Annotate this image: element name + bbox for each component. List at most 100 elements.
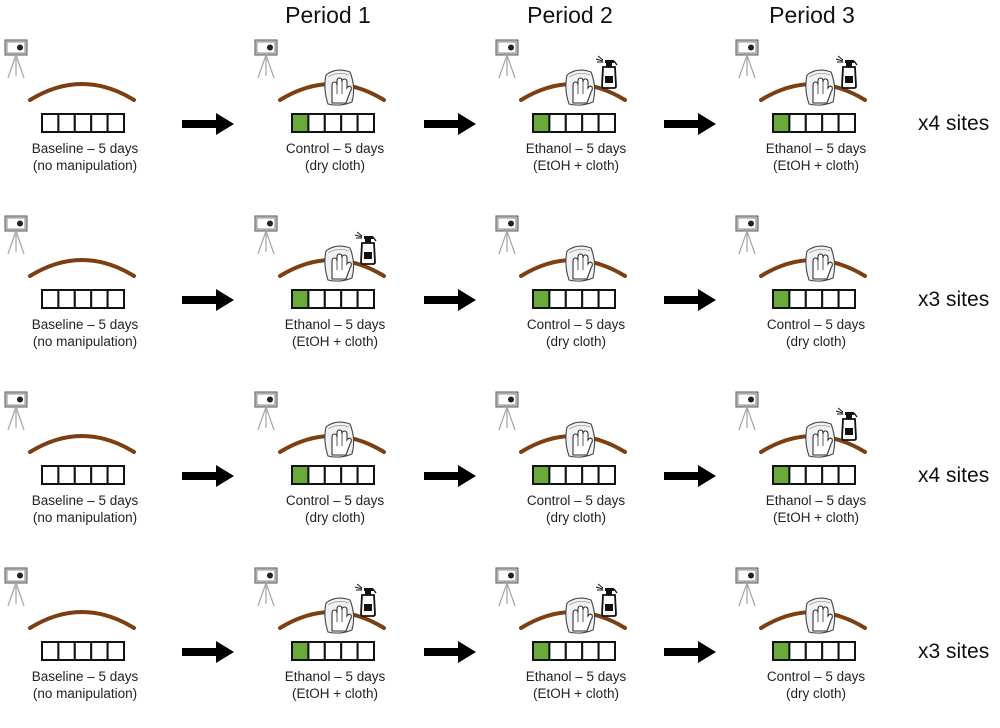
day-tracker [291, 641, 375, 661]
stage-period-3: Control – 5 days(dry cloth) [731, 558, 901, 728]
treatment-detail: (EtOH + cloth) [533, 158, 619, 173]
treatment-label: Ethanol – 5 days [525, 669, 627, 684]
day-box [564, 113, 584, 133]
treatment-label: Ethanol – 5 days [284, 317, 386, 332]
day-box [597, 465, 616, 485]
stage-caption: Ethanol – 5 days(EtOH + cloth) [250, 316, 420, 350]
day-box [772, 289, 791, 309]
day-box [772, 465, 791, 485]
day-box [90, 641, 109, 661]
cloth-hand-icon [805, 597, 836, 634]
treatment-label: Control – 5 days [766, 317, 866, 332]
cloth-hand-icon [324, 597, 355, 634]
day-box [532, 465, 551, 485]
stage-graphic [4, 215, 136, 309]
arrow-shape [182, 113, 234, 135]
day-box [73, 641, 93, 661]
arrow-shape [424, 465, 476, 487]
arrow-shape [664, 641, 716, 663]
day-box [788, 641, 807, 661]
treatment-detail: (EtOH + cloth) [533, 686, 619, 701]
treatment-detail: (no manipulation) [32, 510, 138, 525]
day-box [356, 641, 375, 661]
spray-bottle-icon [354, 583, 377, 617]
stage-graphic [254, 215, 386, 309]
camera-icon [495, 567, 519, 607]
arrow-icon [664, 288, 718, 317]
stage-graphic [254, 391, 386, 485]
stage-caption: Baseline – 5 days(no manipulation) [0, 316, 170, 350]
day-box [106, 641, 125, 661]
treatment-label: Control – 5 days [526, 317, 626, 332]
treatment-detail: (dry cloth) [304, 510, 365, 525]
spray-bottle-icon [595, 583, 618, 617]
day-box [581, 113, 600, 133]
camera-icon [735, 567, 759, 607]
day-box [532, 113, 551, 133]
day-box [41, 289, 60, 309]
camera-icon [495, 391, 519, 431]
day-box [57, 113, 76, 133]
stage-caption: Ethanol – 5 days(EtOH + cloth) [731, 140, 901, 174]
stage-caption: Baseline – 5 days(no manipulation) [0, 140, 170, 174]
stage-caption: Control – 5 days(dry cloth) [491, 492, 661, 526]
day-box [340, 113, 359, 133]
arrow-icon [664, 464, 718, 493]
day-box [41, 113, 60, 133]
arrow-icon [182, 640, 236, 669]
arc-icon [28, 82, 136, 102]
spray-bottle-icon [835, 55, 858, 89]
treatment-detail: (EtOH + cloth) [773, 510, 859, 525]
day-box [323, 113, 343, 133]
arrow-shape [182, 465, 234, 487]
stage-graphic [254, 567, 386, 661]
stage-period-2: Control – 5 days(dry cloth) [491, 206, 661, 376]
day-box [307, 289, 326, 309]
treatment-label: Ethanol – 5 days [284, 669, 386, 684]
arrow-shape [424, 113, 476, 135]
day-box [323, 465, 343, 485]
stage-period-1: Ethanol – 5 days(EtOH + cloth) [250, 558, 420, 728]
camera-icon [4, 391, 28, 431]
arc-icon [28, 610, 136, 630]
day-box [837, 465, 856, 485]
day-tracker [772, 641, 856, 661]
arrow-icon [182, 288, 236, 317]
day-box [356, 113, 375, 133]
day-box [837, 641, 856, 661]
day-box [291, 113, 310, 133]
period-3-header: Period 3 [769, 2, 855, 28]
day-box [597, 641, 616, 661]
day-box [597, 289, 616, 309]
cloth-hand-icon [565, 245, 596, 282]
arc-icon [28, 258, 136, 278]
treatment-detail: (dry cloth) [785, 334, 846, 349]
cloth-hand-icon [565, 597, 596, 634]
day-box [90, 113, 109, 133]
stage-period-1: Control – 5 days(dry cloth) [250, 30, 420, 200]
stage-graphic [4, 39, 136, 133]
day-box [356, 289, 375, 309]
day-box [340, 465, 359, 485]
site-count-label: x3 sites [918, 640, 990, 663]
camera-icon [254, 39, 278, 79]
day-box [821, 289, 840, 309]
day-box [73, 289, 93, 309]
arrow-shape [182, 641, 234, 663]
day-tracker [532, 465, 616, 485]
spray-bottle-icon [595, 55, 618, 89]
day-box [307, 465, 326, 485]
camera-icon [735, 215, 759, 255]
treatment-label: Control – 5 days [766, 669, 866, 684]
day-box [804, 289, 824, 309]
day-box [90, 465, 109, 485]
camera-icon [735, 391, 759, 431]
stage-graphic [735, 391, 867, 485]
treatment-detail: (dry cloth) [545, 510, 606, 525]
day-box [323, 641, 343, 661]
day-box [548, 641, 567, 661]
day-box [73, 465, 93, 485]
day-tracker [291, 113, 375, 133]
arrow-shape [664, 289, 716, 311]
stage-caption: Baseline – 5 days(no manipulation) [0, 492, 170, 526]
